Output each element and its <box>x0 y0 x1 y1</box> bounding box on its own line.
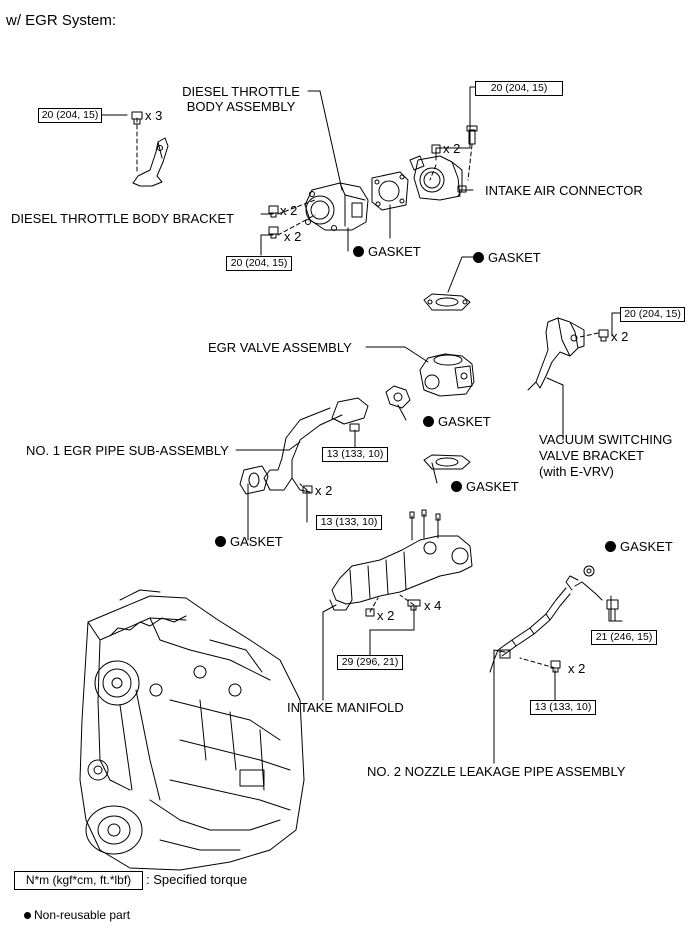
alignment-lines <box>136 117 599 669</box>
qty-intake-connector: x 2 <box>443 141 461 156</box>
label-nozzle-pipe: NO. 2 NOZZLE LEAKAGE PIPE ASSEMBLY <box>367 764 626 779</box>
label-throttle-body-line2: BODY ASSEMBLY <box>186 99 296 114</box>
qty-throttle-lower: x 2 <box>284 229 302 244</box>
label-gasket-nozzle: GASKET <box>620 539 673 554</box>
torque-box-egr-pipe-upper: 13 (133, 10) <box>322 447 388 462</box>
torque-box-egr-pipe-lower: 13 (133, 10) <box>316 515 382 530</box>
label-gasket-throttle: GASKET <box>368 244 421 259</box>
torque-box-bracket: 20 (204, 15) <box>38 108 102 123</box>
page-title: w/ EGR System: <box>6 12 117 29</box>
label-vsv-line2: VALVE BRACKET <box>539 448 644 463</box>
legend-nonreusable-dot-icon <box>24 912 31 919</box>
label-gasket-egr-mid: GASKET <box>438 414 491 429</box>
qty-vsv: x 2 <box>611 329 629 344</box>
throttle-gasket-drawing <box>371 171 409 211</box>
label-vsv-line1: VACUUM SWITCHING <box>539 432 673 447</box>
qty-bracket: x 3 <box>145 108 163 123</box>
nozzle-pipe-drawing <box>489 575 603 673</box>
qty-nozzle-pipe: x 2 <box>568 661 586 676</box>
nonreusable-dot-icon <box>473 252 484 263</box>
label-gasket-egr-lower: GASKET <box>466 479 519 494</box>
label-vsv-line3: (with E-VRV) <box>539 464 614 479</box>
throttle-body-drawing <box>304 182 369 231</box>
qty-manifold-nuts: x 2 <box>377 608 395 623</box>
label-intake-air-connector: INTAKE AIR CONNECTOR <box>485 183 643 198</box>
legend-torque-desc: : Specified torque <box>146 872 248 887</box>
fastener-icons <box>131 111 619 673</box>
intake-manifold-drawing <box>329 509 473 611</box>
egr-gasket-upper-drawing <box>423 293 471 311</box>
torque-box-throttle-body: 20 (204, 15) <box>226 256 292 271</box>
torque-box-nozzle-pipe: 13 (133, 10) <box>530 700 596 715</box>
label-throttle-bracket: DIESEL THROTTLE BODY BRACKET <box>11 211 234 226</box>
label-gasket-egr-pipe: GASKET <box>230 534 283 549</box>
throttle-bracket-drawing <box>132 137 169 187</box>
legend-torque-unit-box: N*m (kgf*cm, ft.*lbf) <box>14 871 143 890</box>
vsv-bracket-drawing <box>527 317 585 391</box>
nonreusable-dot-icon <box>353 246 364 257</box>
legend-nonreusable-text: Non-reusable part <box>34 908 131 922</box>
torque-box-intake-manifold: 29 (296, 21) <box>337 655 403 670</box>
intake-air-connector-drawing <box>409 155 467 201</box>
torque-box-vsv-bracket: 20 (204, 15) <box>620 307 685 322</box>
label-throttle-body-line1: DIESEL THROTTLE <box>182 84 300 99</box>
torque-box-intake-connector: 20 (204, 15) <box>475 81 563 96</box>
nonreusable-dot-icon <box>605 541 616 552</box>
qty-egr-pipe: x 2 <box>315 483 333 498</box>
nonreusable-dot-icon <box>451 481 462 492</box>
engine-assembly-drawing <box>79 589 305 871</box>
qty-manifold-bolts: x 4 <box>424 598 442 613</box>
egr-gasket-lower-drawing <box>423 454 471 470</box>
label-egr-pipe: NO. 1 EGR PIPE SUB-ASSEMBLY <box>26 443 229 458</box>
label-egr-valve: EGR VALVE ASSEMBLY <box>208 340 352 355</box>
qty-throttle-upper: x 2 <box>280 203 298 218</box>
torque-box-nozzle-union: 21 (246, 15) <box>591 630 657 645</box>
label-gasket-egr-upper: GASKET <box>488 250 541 265</box>
egr-gasket-mid-drawing <box>385 385 411 409</box>
egr-pipe-drawing <box>239 397 369 495</box>
nonreusable-dot-icon <box>423 416 434 427</box>
nonreusable-dot-icon <box>215 536 226 547</box>
egr-valve-drawing <box>419 353 475 397</box>
label-intake-manifold: INTAKE MANIFOLD <box>287 700 404 715</box>
